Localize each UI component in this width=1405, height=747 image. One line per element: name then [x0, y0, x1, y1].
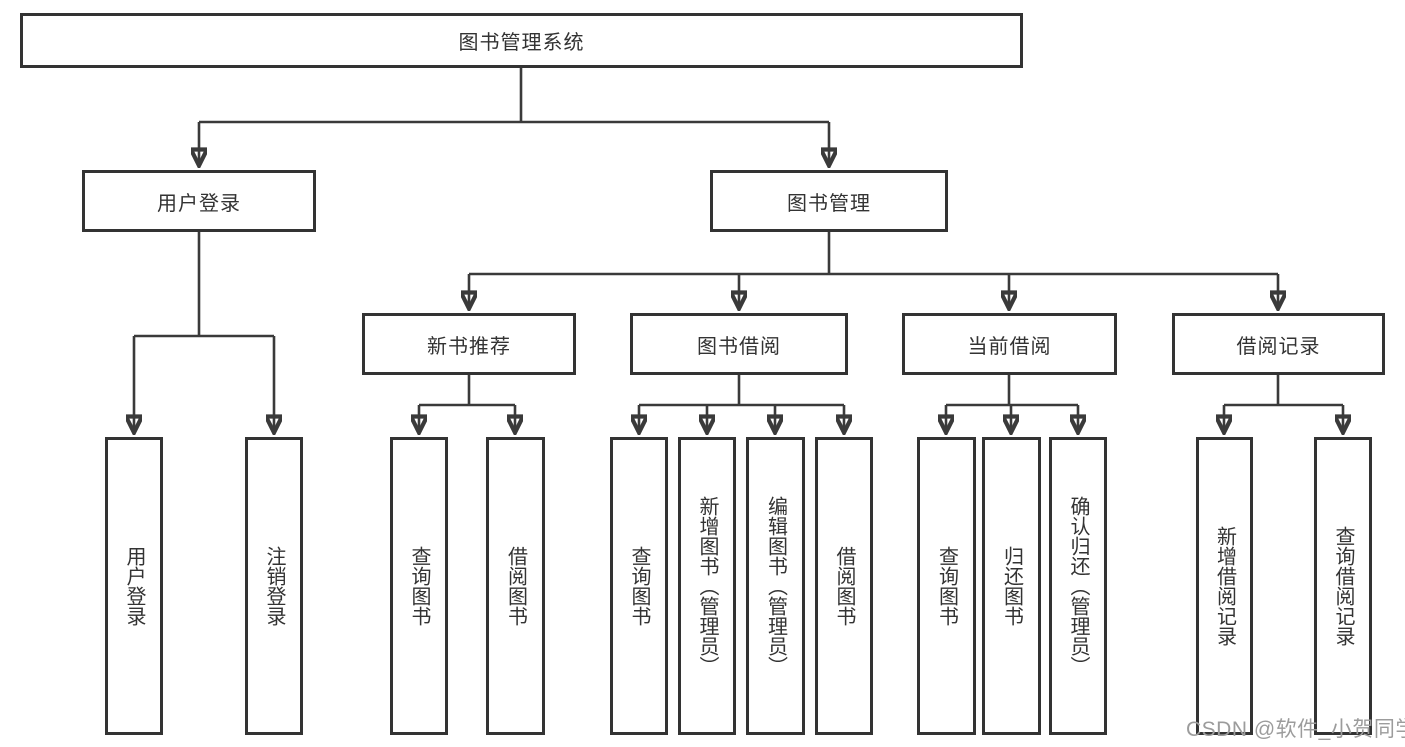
node-leaf-return-books: 归还图书 [982, 437, 1041, 735]
node-user-login-module: 用户登录 [82, 170, 316, 232]
node-leaf-add-borrow-record: 新增借阅记录 [1196, 437, 1253, 735]
node-leaf-query-borrow-record: 查询借阅记录 [1314, 437, 1372, 735]
node-borrow-records: 借阅记录 [1172, 313, 1385, 375]
node-leaf-logout: 注销登录 [245, 437, 303, 735]
node-current-borrow: 当前借阅 [902, 313, 1117, 375]
node-leaf-borrow-books-recommend: 借阅图书 [486, 437, 545, 735]
node-leaf-user-login: 用户登录 [105, 437, 163, 735]
node-book-borrow: 图书借阅 [630, 313, 848, 375]
node-book-management-module: 图书管理 [710, 170, 948, 232]
node-leaf-query-books-recommend: 查询图书 [390, 437, 448, 735]
node-leaf-query-books-current: 查询图书 [917, 437, 976, 735]
node-leaf-add-books-admin: 新增图书（管理员） [678, 437, 736, 735]
csdn-watermark: CSDN @软件_小贺同学 [1186, 718, 1405, 741]
node-leaf-borrow-books: 借阅图书 [815, 437, 873, 735]
node-root-system: 图书管理系统 [20, 13, 1023, 68]
node-leaf-edit-books-admin: 编辑图书（管理员） [746, 437, 805, 735]
node-leaf-query-books-borrow: 查询图书 [610, 437, 668, 735]
node-new-book-recommend: 新书推荐 [362, 313, 576, 375]
node-leaf-confirm-return-admin: 确认归还（管理员） [1049, 437, 1107, 735]
